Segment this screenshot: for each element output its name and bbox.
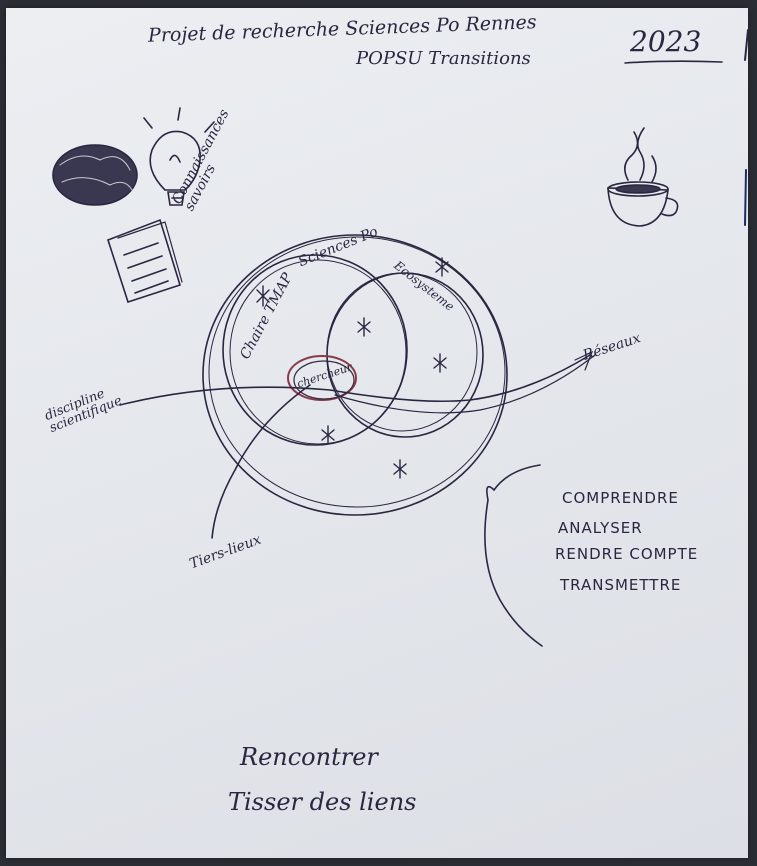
project-subtitle: POPSU Transitions: [356, 48, 531, 69]
lightbulb-icon: [143, 107, 215, 206]
verb-3: RENDRE COMPTE: [555, 545, 699, 563]
outer-circle: [202, 234, 508, 516]
verb-2: ANALYSER: [558, 519, 643, 537]
speech-bracket: [484, 464, 543, 647]
year-underline: [624, 60, 723, 64]
footer-line-2: Tisser des liens: [228, 788, 417, 816]
paper-sheet: [6, 8, 748, 858]
left-right-line: [119, 354, 591, 406]
verb-4: TRANSMETTRE: [560, 576, 682, 594]
bottom-line: [211, 384, 311, 539]
verb-1: COMPRENDRE: [562, 489, 679, 507]
left-circle: [222, 254, 408, 446]
project-year: 2023: [630, 25, 702, 58]
document-icon: [107, 218, 183, 304]
center-circle: [287, 355, 357, 401]
stars: [256, 257, 449, 479]
brain-icon: [52, 144, 138, 206]
footer-line-1: Rencontrer: [240, 743, 378, 771]
coffee-cup-icon: [607, 127, 679, 227]
